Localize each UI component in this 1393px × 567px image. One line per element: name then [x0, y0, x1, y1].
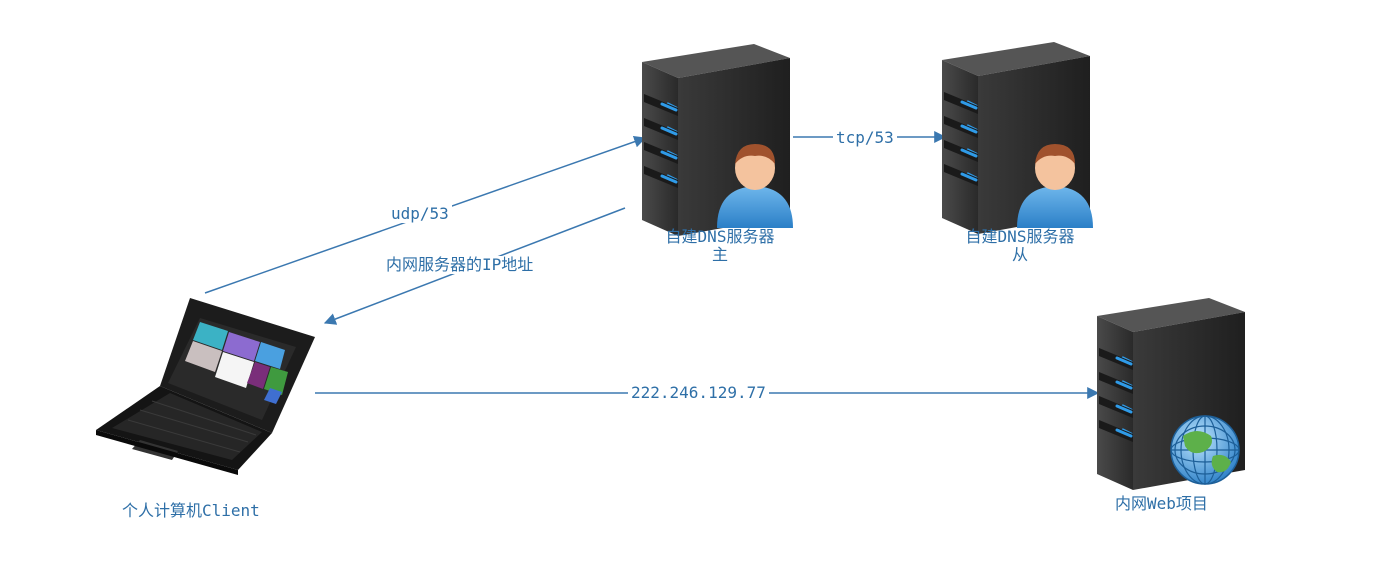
edge-query-label: udp/53 [388, 205, 452, 223]
edge-web-access-label: 222.246.129.77 [628, 384, 769, 402]
edge-response-label: 内网服务器的IP地址 [383, 256, 537, 274]
dns-slave-label-line1: 自建DNS服务器 [965, 227, 1075, 246]
laptop-icon [96, 298, 315, 475]
globe-icon [1170, 415, 1240, 485]
dns-slave-label: 自建DNS服务器 从 [940, 228, 1100, 264]
client-label: 个人计算机Client [122, 501, 260, 520]
edge-zone-transfer-label: tcp/53 [833, 129, 897, 147]
dns-master-label-line2: 主 [711, 245, 728, 264]
dns-master-label-line1: 自建DNS服务器 [665, 227, 775, 246]
dns-master-label: 自建DNS服务器 主 [640, 228, 800, 264]
web-project-label: 内网Web项目 [1115, 494, 1208, 513]
dns-slave-label-line2: 从 [1011, 245, 1028, 264]
